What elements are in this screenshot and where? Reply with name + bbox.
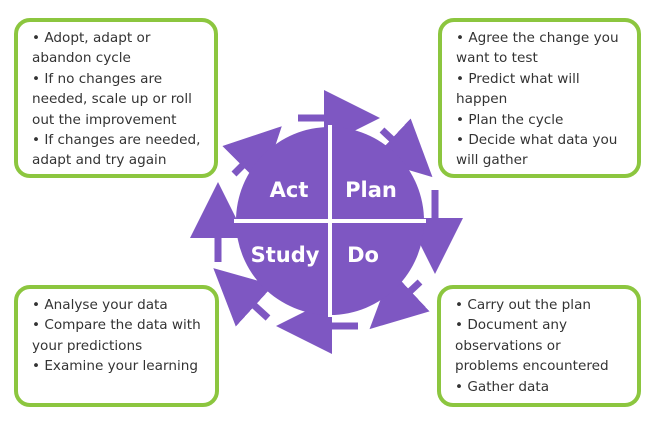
quadrant-do: Do: [347, 243, 379, 267]
quadrant-plan: Plan: [345, 178, 397, 202]
act-item: • If no changes are needed, scale up or …: [32, 70, 192, 128]
quadrant-study: Study: [251, 243, 320, 267]
quadrant-act: Act: [270, 178, 309, 202]
study-item: • Examine your learning: [32, 358, 198, 375]
do-item: • Carry out the plan: [455, 297, 592, 313]
study-item: • Analyse your data: [32, 297, 168, 313]
plan-box: • Agree the change you want to test • Pr…: [438, 18, 641, 178]
arrow-top-left-icon: [222, 126, 282, 186]
arrow-bottom-left-icon: [213, 268, 274, 327]
study-box: • Analyse your data • Compare the data w…: [14, 285, 219, 407]
arrow-bottom-right-icon: [369, 270, 430, 330]
study-item: • Compare the data with your predictions: [32, 317, 201, 354]
act-box: • Adopt, adapt or abandon cycle • If no …: [14, 18, 218, 178]
act-item: • Adopt, adapt or abandon cycle: [32, 30, 151, 67]
do-item: • Document any observations or problems …: [455, 317, 609, 375]
do-item: • Gather data: [455, 378, 550, 395]
plan-item: • Agree the change you want to test: [456, 30, 619, 67]
cycle-arrows: [190, 90, 463, 354]
plan-item: • Decide what data you will gather: [456, 132, 618, 169]
do-box: • Carry out the plan • Document any obse…: [437, 285, 641, 407]
arrow-top-right-icon: [372, 118, 433, 178]
act-item: • If changes are needed, adapt and try a…: [32, 132, 201, 169]
plan-item: • Predict what will happen: [456, 70, 580, 108]
cycle-circle: Act Plan Study Do: [234, 125, 426, 317]
plan-item: • Plan the cycle: [456, 111, 564, 128]
